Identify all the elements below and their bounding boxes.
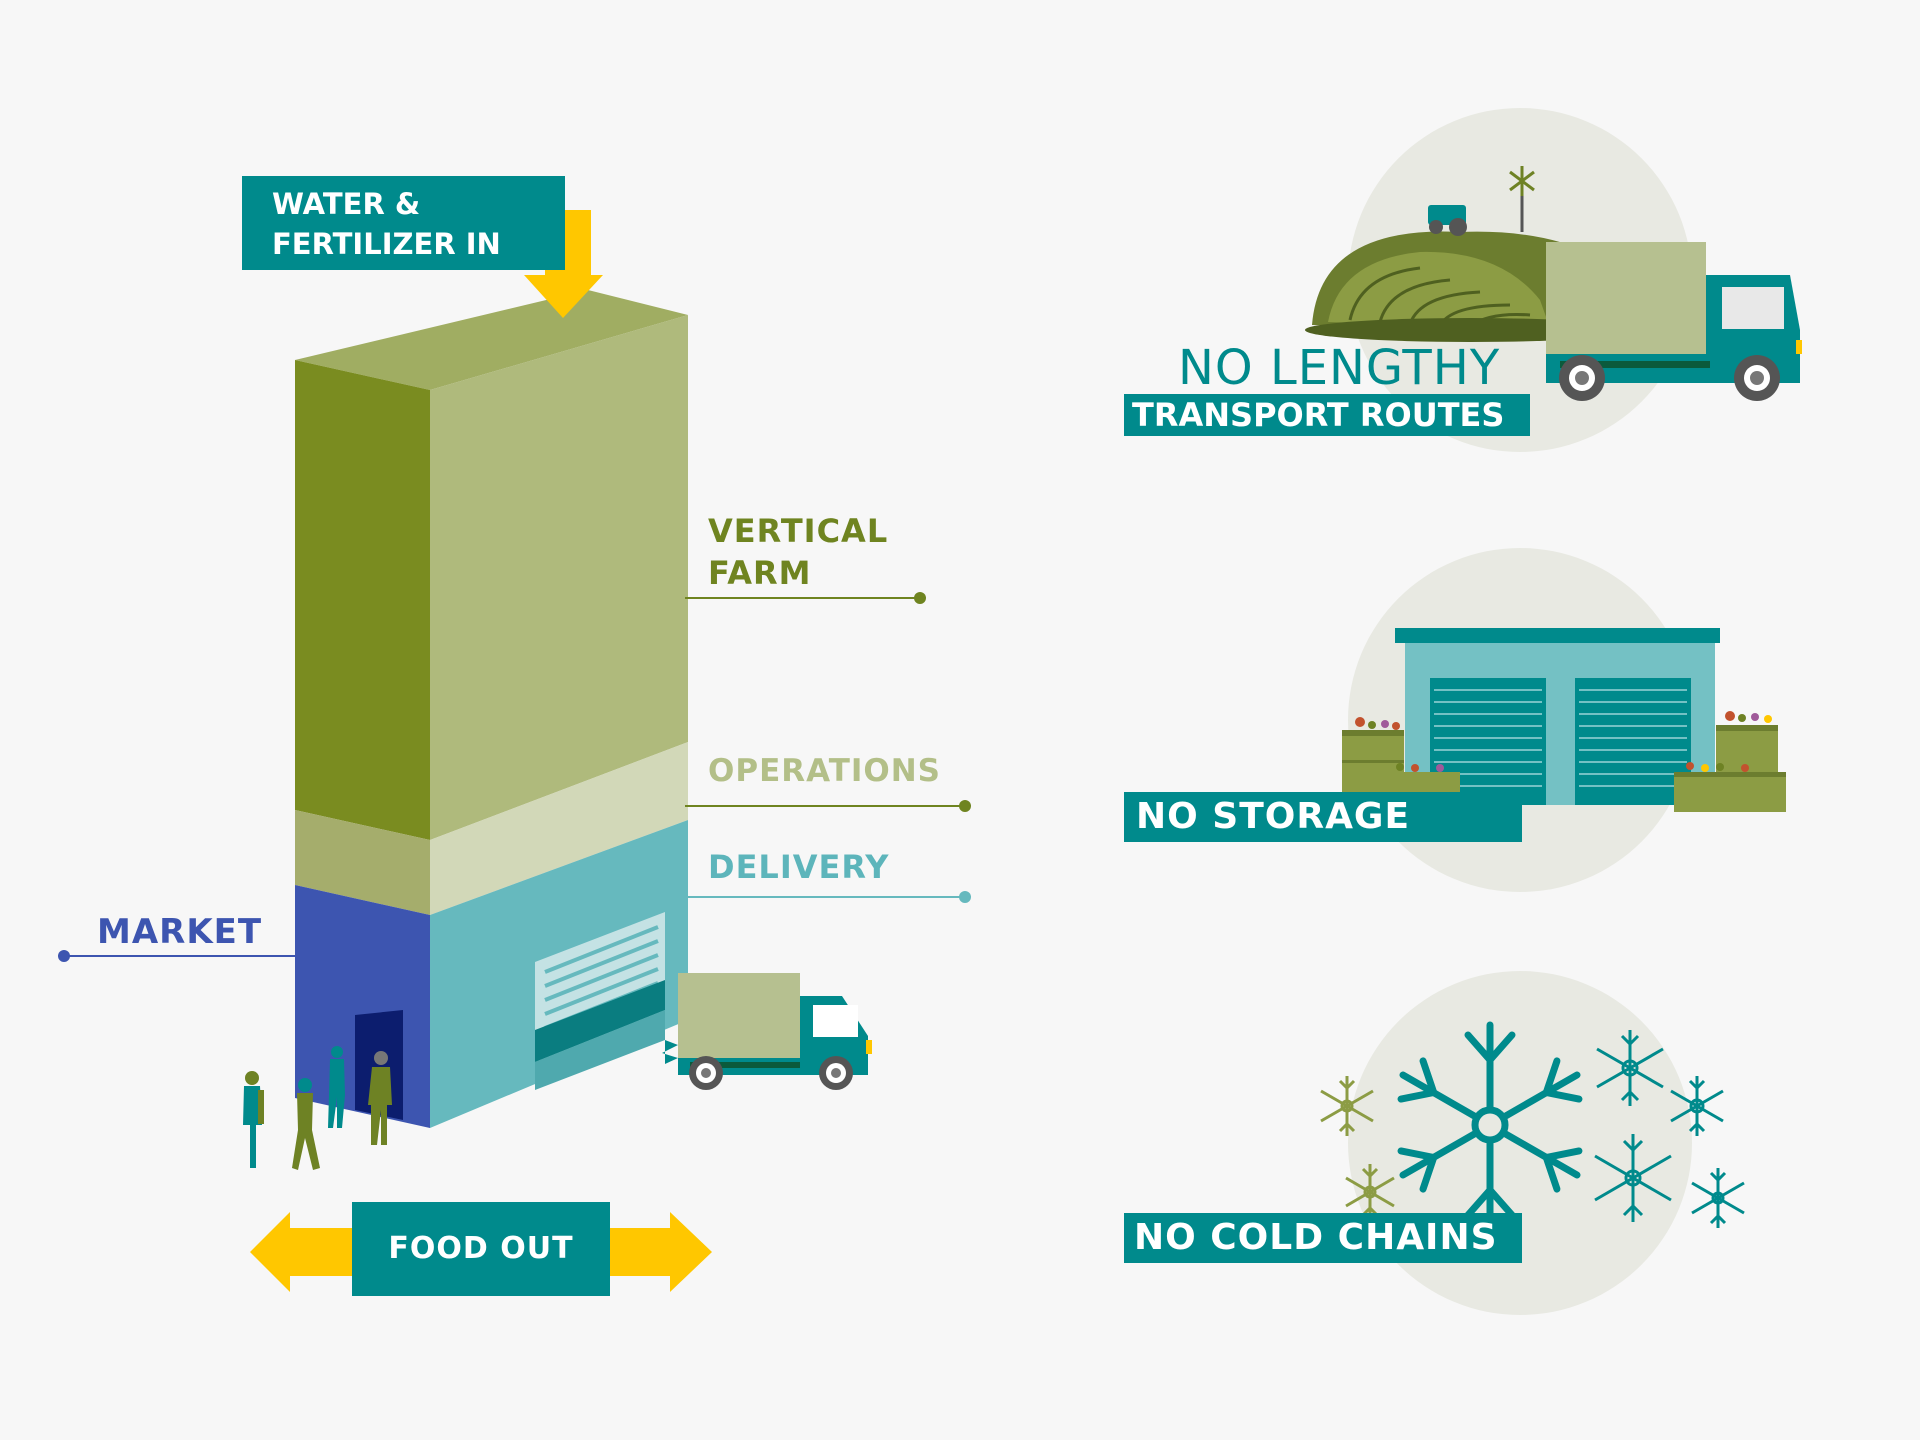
water-fertilizer-line1: WATER &	[272, 187, 421, 221]
warehouse-icon	[1342, 628, 1786, 812]
water-fertilizer-label-box: WATER & FERTILIZER IN	[242, 176, 565, 270]
vertical-farm-building	[295, 290, 688, 1128]
no-storage-label: NO STORAGE	[1124, 792, 1522, 842]
food-out-label: FOOD OUT	[352, 1202, 610, 1296]
transport-routes-label: TRANSPORT ROUTES	[1124, 394, 1530, 436]
operations-label: OPERATIONS	[708, 753, 942, 789]
operations-connector	[685, 800, 971, 812]
food-out-left-arrow-icon	[250, 1212, 352, 1292]
delivery-connector	[688, 891, 971, 903]
no-lengthy-title: NO LENGTHY	[1178, 340, 1501, 396]
delivery-shutter	[535, 912, 665, 1090]
vertical-farm-label: VERTICAL FARM	[708, 510, 888, 594]
vertical-farm-line2: FARM	[708, 554, 812, 592]
farm-truck-icon	[1305, 166, 1802, 401]
market-label: MARKET	[97, 912, 263, 952]
snowflake-icon	[1320, 1021, 1745, 1229]
market-people-icon	[243, 1046, 392, 1170]
food-out-right-arrow-icon	[610, 1212, 712, 1292]
vertical-farm-connector	[685, 592, 926, 604]
water-fertilizer-line2: FERTILIZER IN	[272, 227, 501, 261]
no-cold-chains-label: NO COLD CHAINS	[1124, 1213, 1522, 1263]
delivery-truck-icon	[662, 973, 872, 1090]
delivery-label: DELIVERY	[708, 848, 890, 886]
vertical-farm-line1: VERTICAL	[708, 512, 889, 550]
market-connector	[58, 950, 295, 962]
